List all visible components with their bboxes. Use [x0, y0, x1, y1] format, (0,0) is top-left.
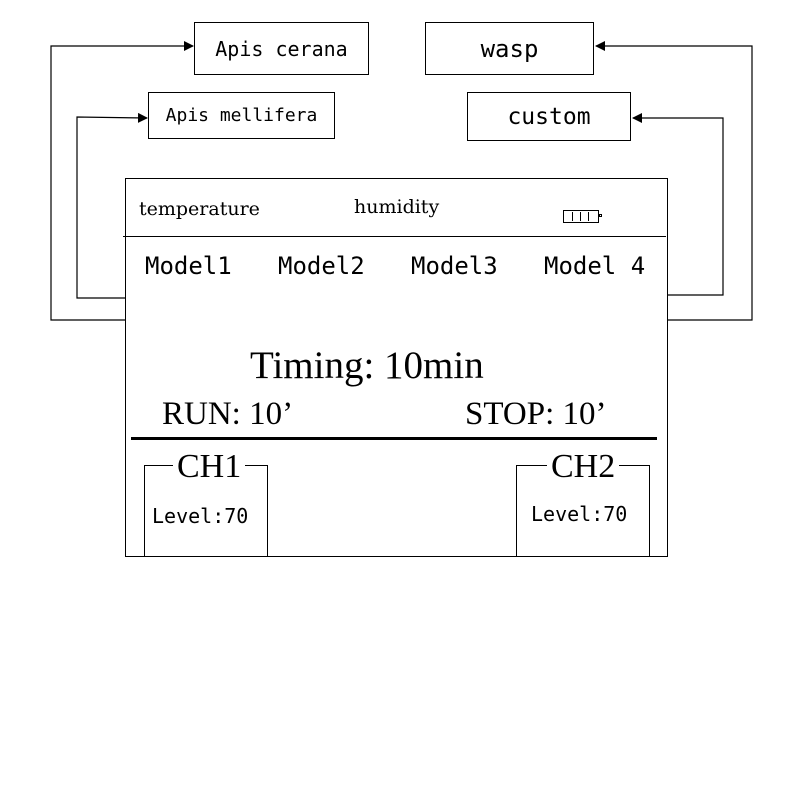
ch1-frame: CH1 Level:70: [144, 450, 268, 557]
stop-readout: STOP: 10’: [465, 396, 607, 432]
status-divider: [123, 236, 666, 237]
ch1-title: CH1: [173, 450, 246, 484]
apis-cerana-label: Apis cerana: [215, 36, 348, 61]
model-3-label[interactable]: Model3: [411, 252, 498, 280]
model-1-label[interactable]: Model1: [145, 252, 232, 280]
custom-label: custom: [507, 103, 591, 130]
temperature-label: temperature: [139, 198, 260, 220]
custom-box: custom: [467, 92, 631, 141]
apis-mellifera-label: Apis mellifera: [165, 105, 318, 126]
lcd-display: temperature humidity Model1 Model2 Model…: [123, 178, 668, 557]
apis-cerana-box: Apis cerana: [194, 22, 369, 75]
battery-icon: [563, 210, 602, 223]
wasp-box: wasp: [425, 22, 594, 75]
model-4-label[interactable]: Model 4: [544, 252, 646, 280]
run-readout: RUN: 10’: [162, 396, 294, 432]
timing-readout: Timing: 10min: [250, 344, 484, 387]
timing-divider: [131, 437, 657, 440]
ch2-frame: CH2 Level:70: [516, 450, 650, 557]
humidity-label: humidity: [354, 196, 440, 218]
ch1-level: Level:70: [152, 504, 249, 528]
ch2-level: Level:70: [531, 502, 628, 526]
wasp-label: wasp: [480, 34, 539, 63]
apis-mellifera-box: Apis mellifera: [148, 92, 335, 139]
model-2-label[interactable]: Model2: [278, 252, 365, 280]
ch2-title: CH2: [547, 450, 620, 484]
